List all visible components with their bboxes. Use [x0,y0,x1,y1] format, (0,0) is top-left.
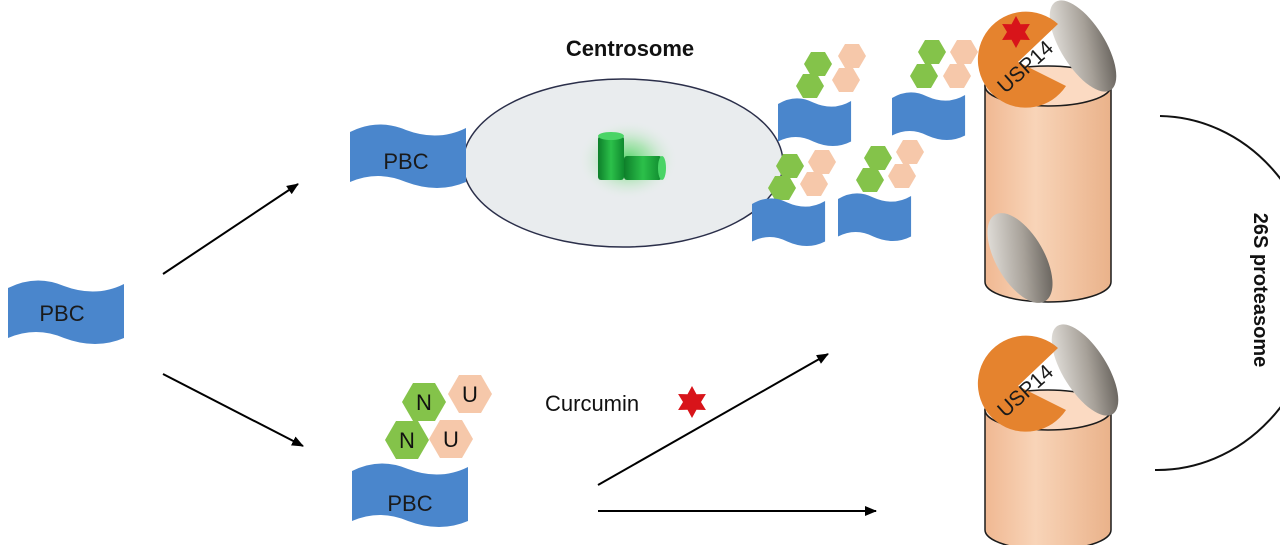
pbc-centrosome: PBC [350,124,466,188]
pbc-small-1 [778,44,866,146]
usp14-top [977,11,1066,108]
proteasome-bottom: USP14 [977,324,1119,550]
pbc-small-4 [838,140,924,241]
proteasome-top-cap-upper [1049,0,1117,92]
nedd8-label-bottom: N [399,428,415,453]
arrow-to-conjugation [162,373,304,447]
arrow-to-proteasome-upper [597,353,829,486]
pbc-left: PBC [8,280,124,344]
arrow-to-centrosome [162,183,299,275]
pbc-bottom: PBC [352,463,468,527]
nedd8-ubiquitin-chain: U U N N [385,375,492,459]
proteasome-top: USP14 [977,0,1117,303]
usp14-bottom [977,335,1066,432]
pbc-centrosome-label: PBC [383,149,428,174]
pbc-small-2 [892,40,978,140]
curcumin-label: Curcumin [545,391,639,416]
ubiquitin-label-top: U [462,382,478,407]
proteasome-bracket [1154,115,1280,472]
pbc-bottom-label: PBC [387,491,432,516]
centriole-icon [598,132,666,180]
pbc-left-label: PBC [39,301,84,326]
proteasome-top-cap-lower [987,213,1053,303]
star-icon [678,386,706,418]
ubiquitin-label-bottom: U [443,427,459,452]
centrosome-title: Centrosome [566,36,694,61]
proteasome-label: 26S proteasome [1249,213,1271,368]
nedd8-label-top: N [416,390,432,415]
proteasome-bottom-cap-upper [1051,324,1119,416]
